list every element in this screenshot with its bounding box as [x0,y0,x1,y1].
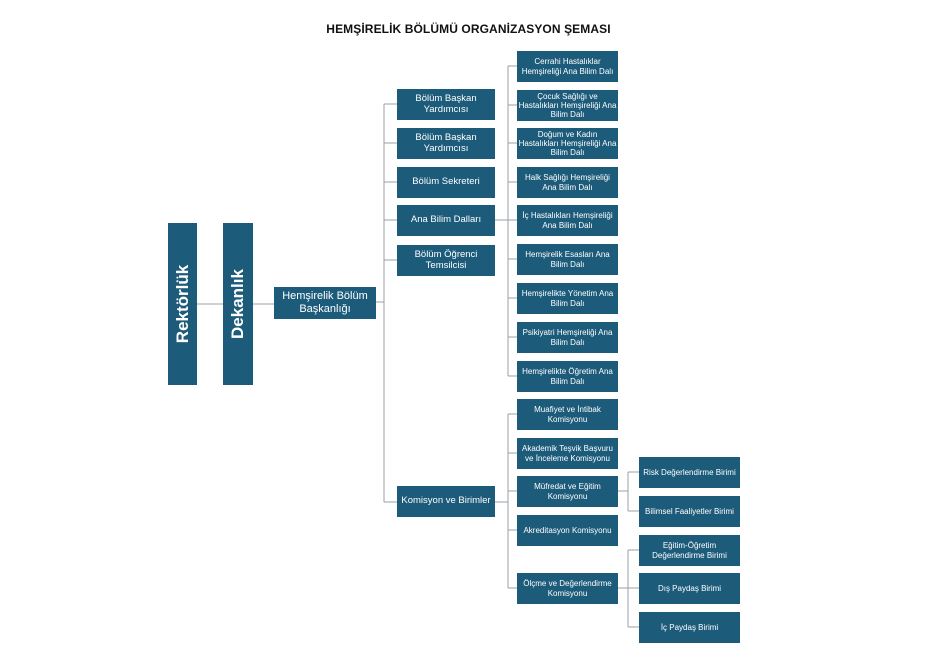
assessment-subunit-box: Eğitim-Öğretim Değerlendirme Birimi [639,535,740,566]
department-head-box: Hemşirelik Bölüm Başkanlığı [274,287,376,319]
department-box: Doğum ve Kadın Hastalıkları Hemşireliği … [517,128,618,159]
unit-commissions: Komisyon ve Birimler [397,486,495,517]
commission-box: Akademik Teşvik Başvuru ve İnceleme Komi… [517,438,618,469]
assessment-subunit-box: Dış Paydaş Birimi [639,573,740,604]
commission-box: Müfredat ve Eğitim Komisyonu [517,476,618,507]
chart-title: HEMŞİRELİK BÖLÜMÜ ORGANİZASYON ŞEMASI [326,22,611,36]
dekanlik-box: Dekanlık [223,223,253,385]
rektorluk-box: Rektörlük [168,223,197,385]
unit-departments: Ana Bilim Dalları [397,205,495,236]
curriculum-subunit-box: Bilimsel Faaliyetler Birimi [639,496,740,527]
department-box: Hemşirelikte Yönetim Ana Bilim Dalı [517,283,618,314]
rektorluk-label: Rektörlük [172,264,192,344]
commission-box: Akreditasyon Komisyonu [517,515,618,546]
department-box: Cerrahi Hastalıklar Hemşireliği Ana Bili… [517,51,618,82]
department-box: Halk Sağlığı Hemşireliği Ana Bilim Dalı [517,167,618,198]
assessment-subunit-box: İç Paydaş Birimi [639,612,740,643]
unit-student-rep: Bölüm Öğrenci Temsilcisi [397,245,495,276]
department-box: Hemşirelik Esasları Ana Bilim Dalı [517,244,618,275]
department-box: Çocuk Sağlığı ve Hastalıkları Hemşireliğ… [517,90,618,121]
curriculum-subunit-box: Risk Değerlendirme Birimi [639,457,740,488]
unit-vice-chair-1: Bölüm Başkan Yardımcısı [397,89,495,120]
unit-secretary: Bölüm Sekreteri [397,167,495,198]
department-box: Hemşirelikte Öğretim Ana Bilim Dalı [517,361,618,392]
unit-vice-chair-2: Bölüm Başkan Yardımcısı [397,128,495,159]
commission-box: Muafiyet ve İntibak Komisyonu [517,399,618,430]
department-box: Psikiyatri Hemşireliği Ana Bilim Dalı [517,322,618,353]
dekanlik-label: Dekanlık [228,269,247,339]
department-box: İç Hastalıkları Hemşireliği Ana Bilim Da… [517,205,618,236]
commission-box: Ölçme ve Değerlendirme Komisyonu [517,573,618,604]
